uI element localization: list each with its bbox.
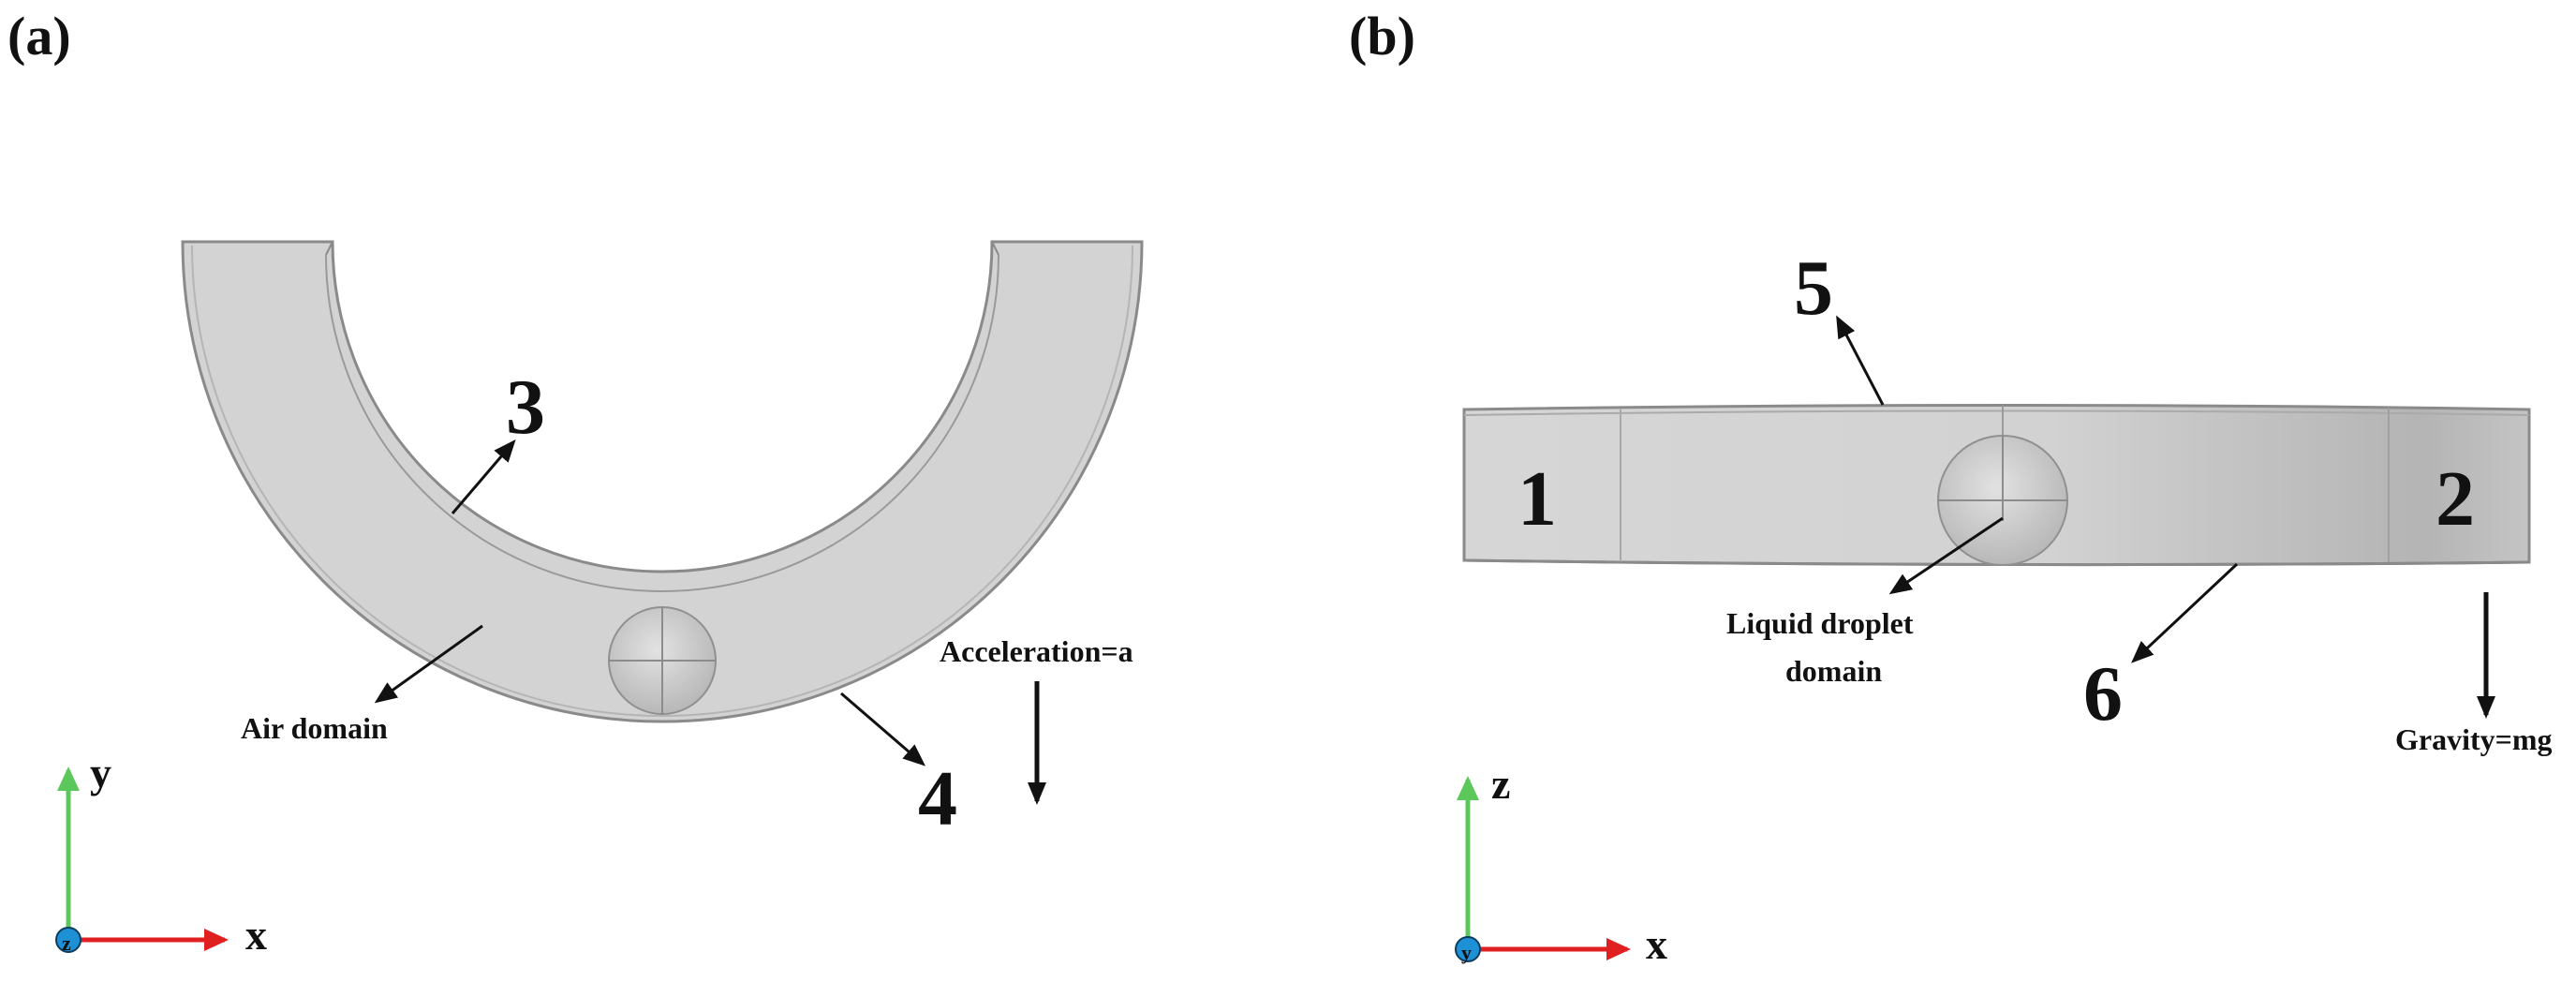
panel-b-label: (b) (1349, 6, 1415, 67)
axes-b: y z x (1455, 760, 1667, 968)
label-1: 1 (1517, 455, 1557, 543)
x-axis-label-b: x (1646, 920, 1667, 968)
label-6: 6 (2083, 650, 2123, 737)
ring-inner-bevel (325, 254, 999, 592)
z-axis-label: z (1491, 760, 1510, 808)
origin-label-b: y (1461, 941, 1472, 964)
label-3: 3 (506, 364, 545, 451)
ring-top-edge-left (182, 241, 333, 256)
label-2: 2 (2435, 455, 2475, 543)
arrow-5 (1836, 315, 1885, 406)
droplet-a (608, 606, 717, 715)
arrow-6 (2131, 562, 2239, 663)
origin-dot-b (1455, 936, 1481, 962)
panel-b: (b) 1 2 5 6 Liquid droplet domain (1349, 6, 2553, 968)
droplet-label-line1: Liquid droplet (1726, 606, 1914, 640)
droplet-label-line2: domain (1785, 654, 1882, 688)
gravity-label: Gravity=mg (2395, 722, 2553, 756)
arrow-3 (451, 439, 516, 514)
acceleration-label: Acceleration=a (940, 634, 1133, 668)
y-axis-label: y (90, 749, 111, 796)
arrow-4 (840, 692, 926, 766)
arrow-air-domain (374, 624, 483, 704)
label-4: 4 (918, 755, 957, 842)
panel-a: (a) 3 4 Air domain Acceleration=a (7, 6, 1144, 959)
arrow-droplet-domain (1888, 516, 2004, 595)
panel-a-label: (a) (7, 6, 71, 67)
air-domain-ring (181, 240, 1144, 723)
axes-a: z y x (55, 749, 267, 959)
origin-dot (55, 927, 81, 953)
label-5: 5 (1794, 245, 1833, 332)
ring-top-edge-right (991, 241, 1143, 256)
ring-outer-bevel (191, 245, 1133, 717)
air-domain-label: Air domain (241, 711, 388, 745)
droplet-b (1937, 435, 2068, 566)
origin-label: z (62, 931, 71, 955)
x-axis-label: x (245, 911, 267, 959)
